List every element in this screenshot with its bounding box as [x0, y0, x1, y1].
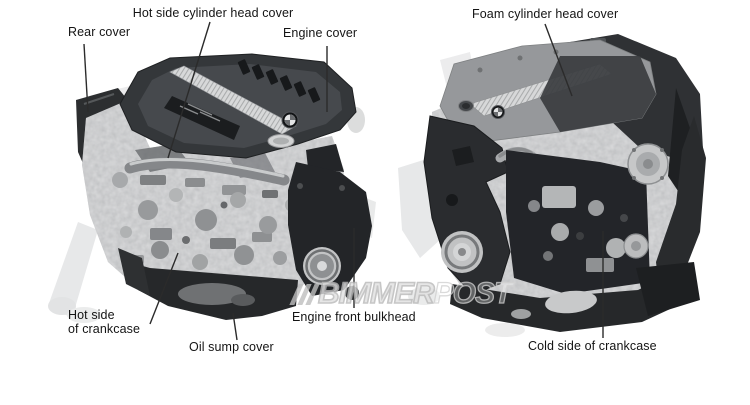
label-cold-side-of-crankcase: Cold side of crankcase	[528, 339, 657, 353]
label-rear-cover: Rear cover	[68, 25, 131, 39]
label-oil-sump-cover: Oil sump cover	[189, 340, 274, 354]
right-edge-dark-part	[656, 116, 706, 300]
label-engine-front-bulkhead: Engine front bulkhead	[292, 310, 416, 324]
oil-sump-part	[118, 248, 298, 320]
label-engine-cover: Engine cover	[283, 26, 358, 40]
engine-cover-part	[119, 53, 357, 159]
left-engine-illustration	[48, 21, 376, 341]
left-dark-panel-part	[423, 115, 537, 295]
timing-cover-part	[623, 143, 669, 259]
right-engine-illustration	[398, 23, 706, 338]
left-engine-details	[112, 144, 299, 270]
foam-cover-part	[439, 39, 657, 143]
label-hot-side-cylinder-head-cover: Hot side cylinder head cover	[132, 6, 294, 20]
bmw-roundel-icon	[491, 105, 505, 119]
front-bulkhead-part	[288, 144, 372, 300]
left-leader-lines	[83, 21, 355, 341]
cover-vent-slots	[237, 59, 321, 103]
right-leader-lines	[544, 23, 604, 338]
bmw-roundel-icon	[281, 111, 299, 129]
cold-side-sump-part	[450, 262, 700, 332]
center-recess-part	[506, 150, 650, 294]
label-foam-cylinder-head-cover: Foam cylinder head cover	[472, 7, 619, 21]
label-hot-side-of-crankcase: Hot side of crankcase	[68, 308, 141, 336]
